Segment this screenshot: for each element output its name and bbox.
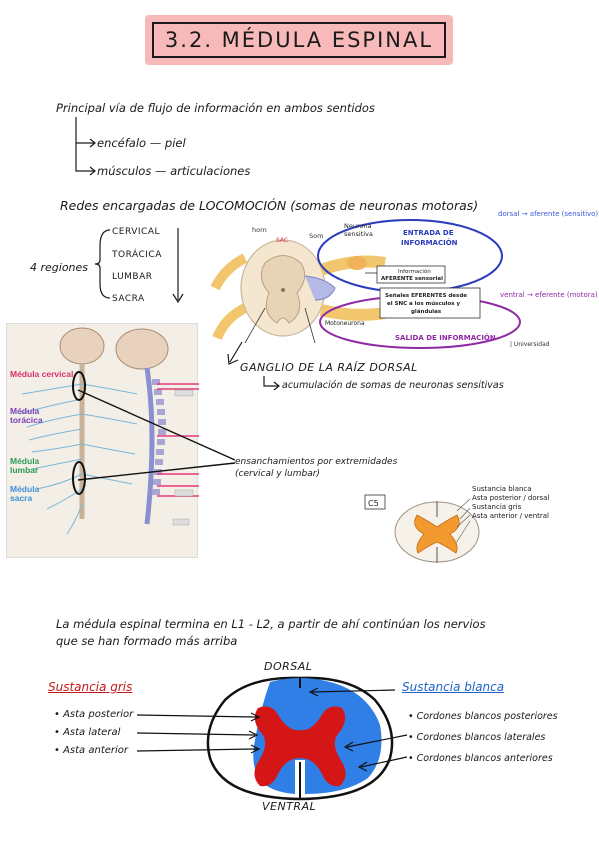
salida-label: SALIDA DE INFORMACIÓN — [395, 333, 496, 342]
c5-label-sustancia-blanca: Sustancia blanca — [472, 485, 532, 493]
flow-branch-arrows — [75, 117, 96, 176]
regiones-label: 4 regiones — [30, 261, 89, 274]
c5-label-asta-anterior: Asta anterior / ventral — [472, 512, 550, 520]
spinal-nerve-diagram: horn SAC Som Neurona sensitiva ENTRADA D… — [210, 219, 550, 349]
blanca-pointer-lines — [343, 734, 408, 772]
termina-line2: que se han formado más arriba — [56, 634, 238, 648]
aferente-label: AFERENTE sensorial — [381, 276, 443, 282]
label-medula-cervical: Médula cervical — [10, 369, 74, 379]
neurona-sensitiva-label: Neurona — [344, 222, 372, 230]
sustancia-blanca-title: Sustancia blanca — [402, 680, 505, 694]
ganglio-sub: acumulación de somas de neuronas sensiti… — [282, 380, 504, 391]
gris-pointer-lines — [136, 712, 261, 754]
gris-item-asta-lateral: • Asta lateral — [54, 727, 121, 738]
dorsal-note: dorsal → aferente (sensitivo) — [498, 210, 599, 218]
label-medula-toracica: Médula torácica — [10, 406, 43, 426]
spinal-cross-section — [206, 676, 396, 801]
svg-text:Información: Información — [398, 268, 431, 275]
region-lumbar: LUMBAR — [112, 272, 153, 282]
entrada-label: ENTRADA DE — [403, 229, 454, 237]
down-arrow — [172, 228, 184, 304]
motoneurona-label: Motoneurona — [325, 320, 365, 327]
region-sacra: SACRA — [112, 294, 145, 304]
c5-tag: C5 — [368, 499, 379, 508]
ventral-label: VENTRAL — [262, 800, 317, 813]
spinal-anatomy-figure: Médula cervical Médula torácica Médula l… — [6, 323, 199, 558]
svg-text:sensitiva: sensitiva — [344, 230, 373, 238]
ventral-note: ventral → eferente (motora) — [500, 291, 598, 299]
termina-line1: La médula espinal termina en L1 - L2, a … — [56, 617, 486, 631]
spinal-anatomy-drawing — [18, 327, 199, 535]
flow-item-2: músculos — articulaciones — [97, 164, 251, 178]
ganglio-sub-arrow — [263, 376, 280, 391]
page-title: 3.2. MÉDULA ESPINAL — [152, 22, 446, 58]
sac-label: SAC — [276, 237, 288, 244]
title-banner: 3.2. MÉDULA ESPINAL — [145, 15, 453, 65]
c5-label-asta-posterior: Asta posterior / dorsal — [472, 494, 550, 502]
regiones-brace — [94, 229, 111, 299]
redes-text: Redes encargadas de LOCOMOCIÓN (somas de… — [60, 198, 479, 213]
svg-text:INFORMACIÓN: INFORMACIÓN — [401, 238, 458, 247]
som-label: Som — [309, 232, 323, 240]
c5-label-sustancia-gris: Sustancia gris — [472, 503, 522, 511]
gris-item-asta-anterior: • Asta anterior — [54, 745, 129, 756]
horn-label: horn — [252, 226, 267, 234]
region-toracica: TORÁCICA — [112, 250, 162, 260]
ganglio-arrow — [227, 341, 243, 365]
svg-text:el SNC a los músculos y: el SNC a los músculos y — [387, 300, 460, 307]
gris-item-asta-posterior: • Asta posterior — [54, 709, 134, 720]
ensanchamientos-text: ensanchamientos por extremidades (cervic… — [235, 457, 398, 479]
region-cervical: CERVICAL — [112, 227, 160, 237]
svg-text:glándulas: glándulas — [411, 308, 442, 315]
blanca-item-anteriores: • Cordones blancos anteriores — [408, 753, 553, 764]
ensanchamiento-lines — [77, 389, 236, 481]
blanca-item-laterales: • Cordones blancos laterales — [408, 732, 546, 743]
ganglio-title: GANGLIO DE LA RAÍZ DORSAL — [240, 361, 418, 374]
eferentes-label: Señales EFERENTES desde — [385, 293, 467, 299]
label-medula-lumbar: Médula lumbar — [10, 456, 40, 476]
flow-main-text: Principal vía de flujo de información en… — [56, 101, 375, 115]
label-medula-sacra: Médula sacra — [10, 484, 40, 504]
dorsal-label: DORSAL — [264, 660, 313, 673]
universidad-label: | Universidad — [510, 341, 550, 348]
c5-drawing: C5 — [364, 494, 480, 563]
sustancia-gris-title: Sustancia gris — [48, 680, 133, 694]
blanca-item-posteriores: • Cordones blancos posteriores — [408, 711, 558, 722]
flow-item-1: encéfalo — piel — [97, 136, 186, 150]
c5-section-figure: C5 Sustancia blanca Asta posterior / dor… — [362, 485, 572, 567]
